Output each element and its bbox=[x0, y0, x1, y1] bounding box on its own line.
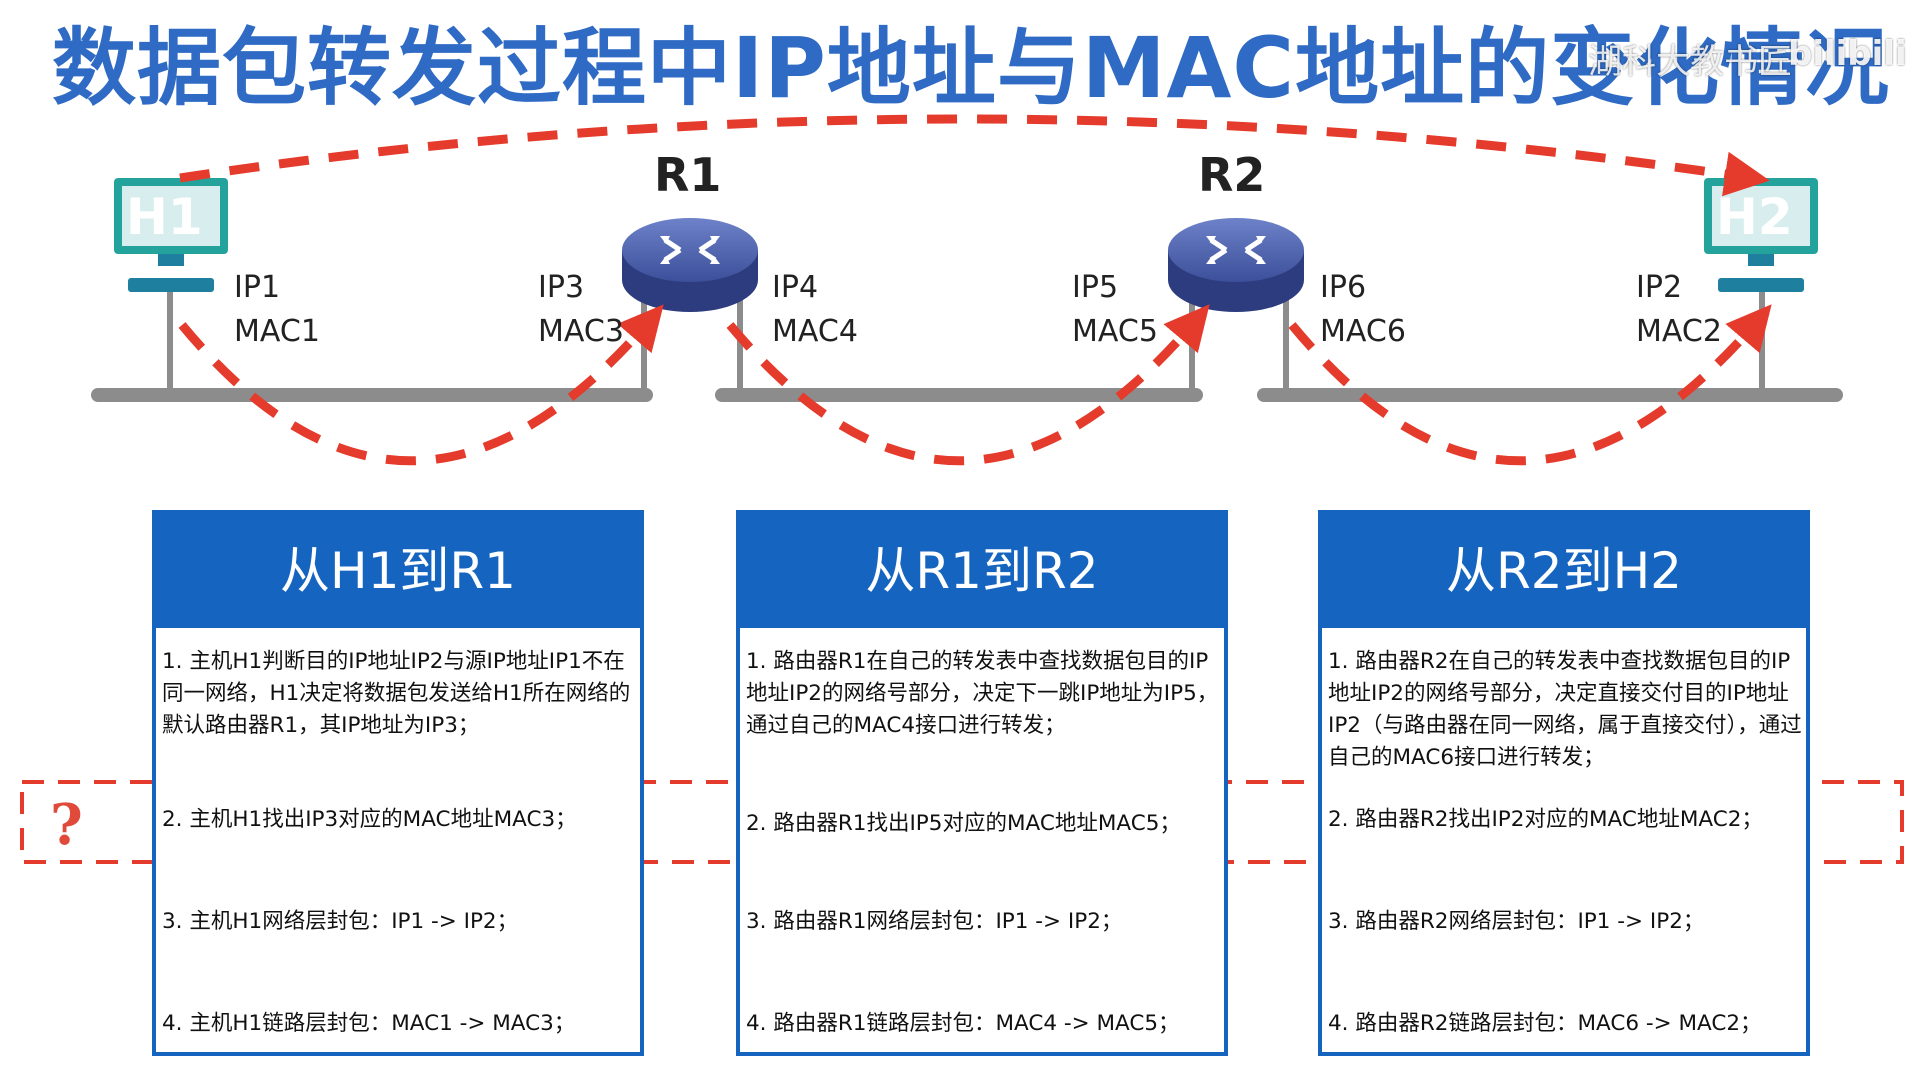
h2-mac-label: MAC2 bbox=[1636, 314, 1722, 349]
panel-step-2: 2. 主机H1找出IP3对应的MAC地址MAC3； bbox=[162, 807, 577, 832]
r1-right-ip-label: IP4 bbox=[772, 270, 819, 305]
r2-left-mac-label: MAC5 bbox=[1072, 314, 1158, 349]
r1-left-mac-label: MAC3 bbox=[538, 314, 624, 349]
panel-title: 从H1到R1 bbox=[156, 514, 640, 628]
end-to-end-arc bbox=[179, 114, 1770, 197]
panel-step-1: 1. 路由器R2在自己的转发表中查找数据包目的IP地址IP2的网络号部分，决定直… bbox=[1328, 649, 1802, 770]
r1-router-icon bbox=[622, 218, 758, 312]
panel-r2-to-h2: 从R2到H2 1. 路由器R2在自己的转发表中查找数据包目的IP地址IP2的网络… bbox=[1318, 510, 1810, 1056]
r2-left-ip-label: IP5 bbox=[1072, 270, 1119, 305]
panel-step-4: 4. 路由器R1链路层封包：MAC4 -> MAC5； bbox=[746, 1011, 1180, 1036]
panel-title: 从R1到R2 bbox=[740, 514, 1224, 628]
question-mark-icon: ? bbox=[50, 792, 83, 858]
r2-right-ip-label: IP6 bbox=[1320, 270, 1367, 305]
panel-step-4: 4. 路由器R2链路层封包：MAC6 -> MAC2； bbox=[1328, 1011, 1762, 1036]
bilibili-logo: bilibili bbox=[1788, 34, 1907, 74]
panel-step-3: 3. 路由器R2网络层封包：IP1 -> IP2； bbox=[1328, 909, 1705, 934]
panel-step-4: 4. 主机H1链路层封包：MAC1 -> MAC3； bbox=[162, 1011, 576, 1036]
h2-label: H2 bbox=[1716, 188, 1793, 246]
panel-title: 从R2到H2 bbox=[1322, 514, 1806, 628]
r2-right-mac-label: MAC6 bbox=[1320, 314, 1406, 349]
panel-h1-to-r1: 从H1到R1 1. 主机H1判断目的IP地址IP2与源IP地址IP1不在同一网络… bbox=[152, 510, 644, 1056]
r1-left-ip-label: IP3 bbox=[538, 270, 585, 305]
h1-ip-label: IP1 bbox=[234, 270, 281, 305]
h1-mac-label: MAC1 bbox=[234, 314, 320, 349]
panel-step-2: 2. 路由器R2找出IP2对应的MAC地址MAC2； bbox=[1328, 807, 1763, 832]
hop3-arc bbox=[1288, 304, 1772, 466]
watermark-text: 湖科大教书匠 bbox=[1588, 42, 1792, 82]
r1-right-mac-label: MAC4 bbox=[772, 314, 858, 349]
page-title: 数据包转发过程中IP地址与MAC地址的变化情况 bbox=[52, 19, 1891, 117]
panel-step-1: 1. 主机H1判断目的IP地址IP2与源IP地址IP1不在同一网络，H1决定将数… bbox=[162, 649, 631, 738]
h1-label: H1 bbox=[126, 188, 203, 246]
panel-step-3: 3. 主机H1网络层封包：IP1 -> IP2； bbox=[162, 909, 519, 934]
panel-step-3: 3. 路由器R1网络层封包：IP1 -> IP2； bbox=[746, 909, 1123, 934]
hop1-arc bbox=[178, 304, 664, 466]
r1-label: R1 bbox=[654, 148, 722, 202]
r2-label: R2 bbox=[1198, 148, 1266, 202]
panel-r1-to-r2: 从R1到R2 1. 路由器R1在自己的转发表中查找数据包目的IP地址IP2的网络… bbox=[736, 510, 1228, 1056]
panel-step-1: 1. 路由器R1在自己的转发表中查找数据包目的IP地址IP2的网络号部分，决定下… bbox=[746, 649, 1219, 738]
h2-ip-label: IP2 bbox=[1636, 270, 1683, 305]
hop2-arc bbox=[726, 304, 1210, 466]
r2-router-icon bbox=[1168, 218, 1304, 312]
panel-step-2: 2. 路由器R1找出IP5对应的MAC地址MAC5； bbox=[746, 811, 1181, 836]
h1-host-icon bbox=[114, 178, 228, 292]
